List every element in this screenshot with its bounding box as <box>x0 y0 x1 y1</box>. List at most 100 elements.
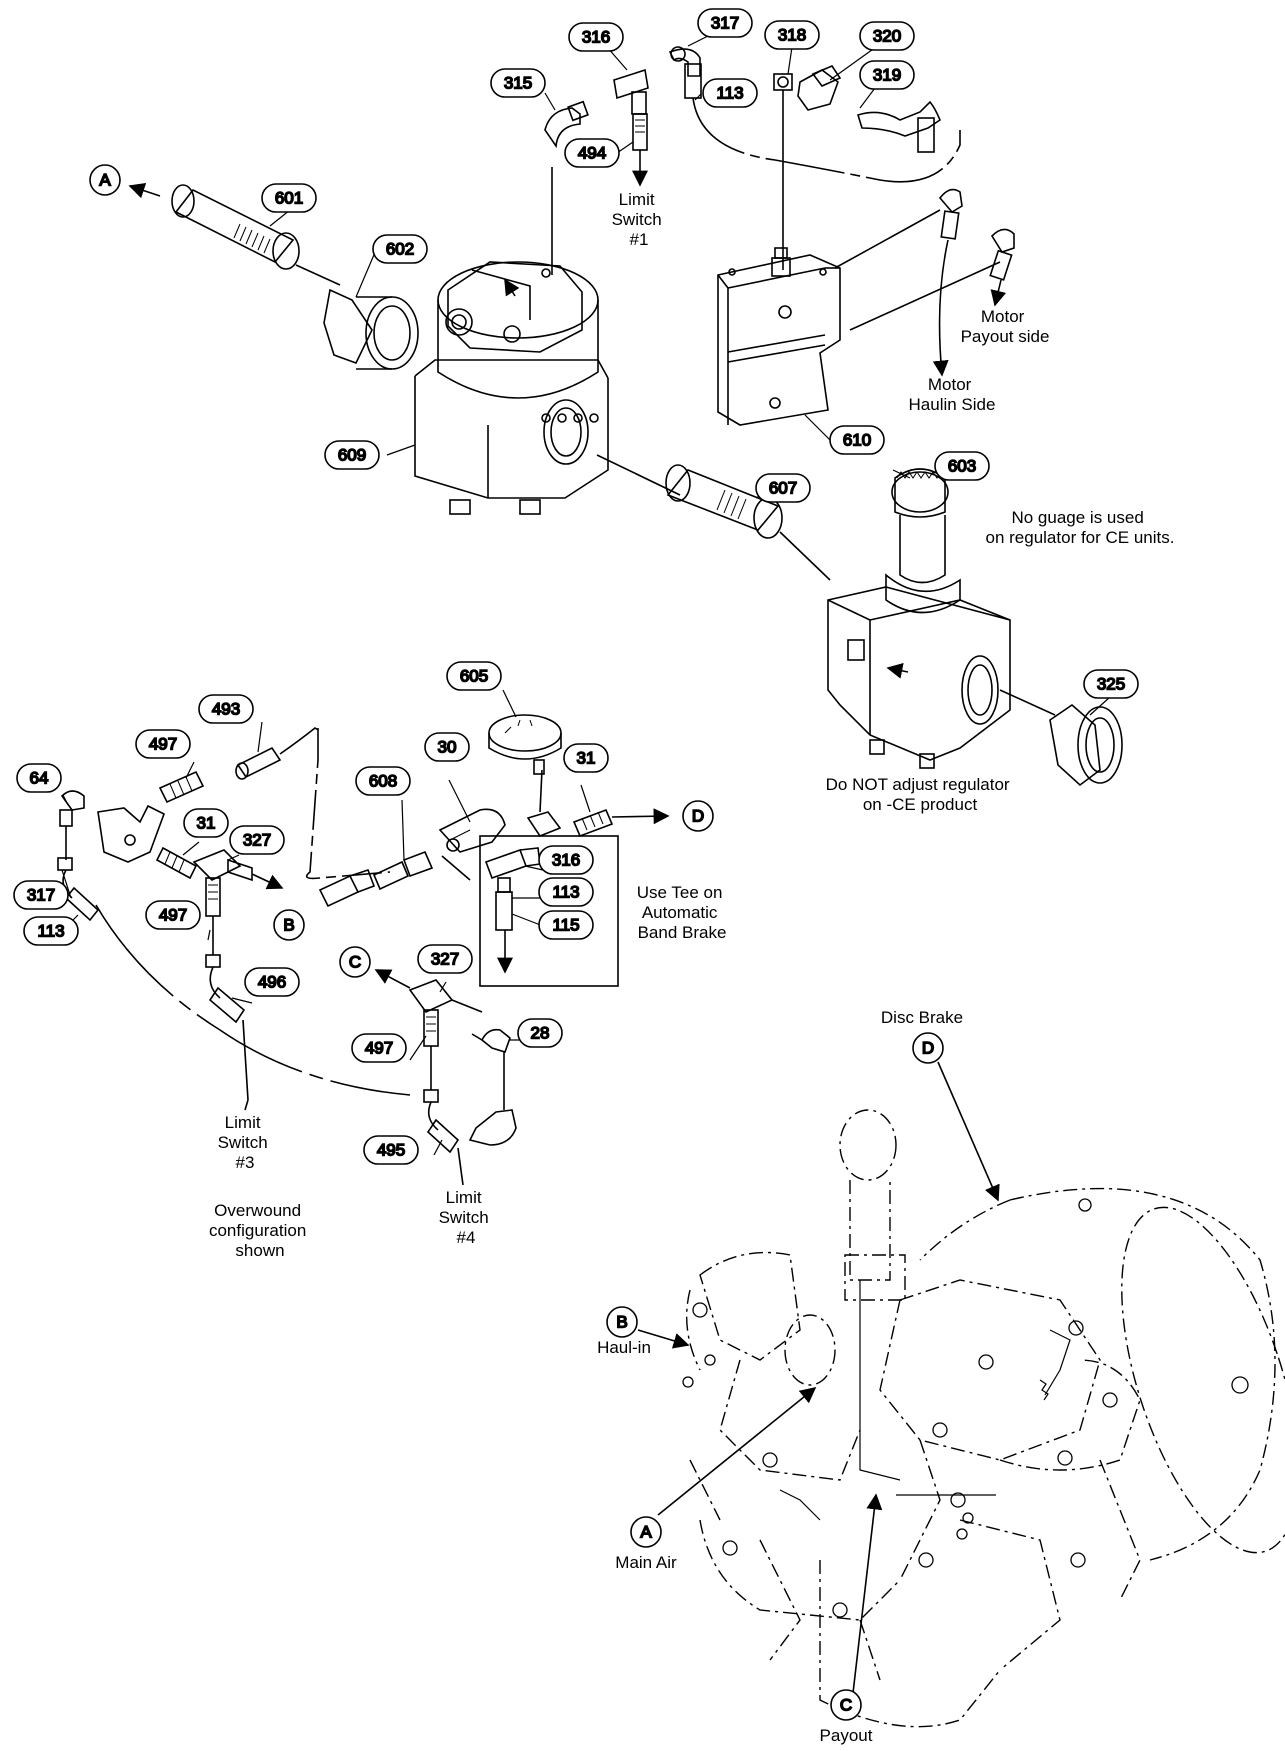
note-motor-haulin: Motor Haulin Side <box>909 375 996 414</box>
svg-text:497: 497 <box>365 1039 393 1058</box>
connector-b-haulin: B <box>606 1306 638 1338</box>
svg-text:A: A <box>99 171 111 190</box>
svg-text:327: 327 <box>431 950 459 969</box>
svg-text:315: 315 <box>504 74 532 93</box>
svg-text:C: C <box>840 1696 852 1715</box>
callout-607: 607 <box>755 473 811 503</box>
svg-text:B: B <box>616 1313 627 1332</box>
note-limit-switch-1: Limit Switch #1 <box>612 190 667 249</box>
tee-327-left <box>192 849 253 882</box>
callout-113-left: 113 <box>23 916 79 946</box>
callout-605: 605 <box>446 661 502 691</box>
svg-text:115: 115 <box>552 916 579 935</box>
callout-113-box: 113 <box>538 877 594 907</box>
svg-text:609: 609 <box>338 446 366 465</box>
svg-text:320: 320 <box>873 27 901 46</box>
note-do-not-adjust: Do NOT adjust regulator on -CE product <box>826 775 1015 814</box>
callout-316: 316 <box>568 22 624 52</box>
fitting-608 <box>318 850 434 908</box>
callout-494: 494 <box>564 138 620 168</box>
valve-320 <box>797 65 842 111</box>
svg-text:602: 602 <box>386 240 414 259</box>
label-main-air: Main Air <box>615 1553 677 1572</box>
elbow-317 <box>668 48 702 99</box>
svg-text:494: 494 <box>578 144 606 163</box>
svg-text:497: 497 <box>149 735 177 754</box>
regulator-603 <box>827 468 1011 769</box>
callout-497-top: 497 <box>135 729 191 759</box>
fitting-113-box <box>495 877 513 931</box>
elbow-30 <box>438 808 506 853</box>
callout-609: 609 <box>324 440 380 470</box>
svg-text:493: 493 <box>212 700 240 719</box>
bushing-325 <box>1049 703 1123 787</box>
callout-316-box: 316 <box>538 845 594 875</box>
callout-601: 601 <box>261 183 317 213</box>
svg-text:28: 28 <box>531 1024 550 1043</box>
callout-315: 315 <box>490 68 546 98</box>
fitting-113-left <box>64 886 100 922</box>
svg-text:31: 31 <box>197 814 216 833</box>
svg-text:327: 327 <box>243 831 271 850</box>
nipple-31-right <box>572 808 614 838</box>
svg-text:317: 317 <box>711 14 739 33</box>
winch-housing <box>686 1109 1285 1728</box>
valve-block-610 <box>717 247 841 426</box>
callout-602: 602 <box>372 234 428 264</box>
elbow-319 <box>857 100 941 153</box>
svg-text:601: 601 <box>275 189 303 208</box>
callout-31-left: 31 <box>183 808 229 838</box>
elbow-motor-payout <box>989 228 1015 281</box>
svg-text:318: 318 <box>778 26 806 45</box>
svg-text:D: D <box>922 1039 934 1058</box>
callout-320: 320 <box>859 21 915 51</box>
note-limit-switch-4: Limit Switch #4 <box>439 1188 494 1247</box>
connector-d-mid: D <box>682 800 714 832</box>
callout-493: 493 <box>198 694 254 724</box>
pipe-nipple-607 <box>665 464 783 539</box>
svg-text:31: 31 <box>577 749 596 768</box>
callout-31-right: 31 <box>563 743 609 773</box>
bushing-602 <box>323 288 419 370</box>
use-tee-box <box>479 835 619 987</box>
nipple-497-top <box>158 770 205 804</box>
svg-text:497: 497 <box>159 906 187 925</box>
svg-text:A: A <box>640 1523 652 1542</box>
callout-610: 610 <box>829 425 885 455</box>
svg-text:603: 603 <box>948 457 976 476</box>
svg-text:C: C <box>349 953 361 972</box>
svg-text:608: 608 <box>369 772 397 791</box>
callout-496: 496 <box>244 967 300 997</box>
note-overwound: Overwound configuration shown <box>209 1201 311 1260</box>
svg-text:D: D <box>692 807 704 826</box>
note-motor-payout: Motor Payout side <box>961 307 1050 346</box>
callout-495: 495 <box>363 1135 419 1165</box>
connector-d-disc: D <box>912 1032 944 1064</box>
svg-text:496: 496 <box>258 973 286 992</box>
connector-b-left: B <box>273 909 305 941</box>
callout-327-lower: 327 <box>417 944 473 974</box>
note-limit-switch-3: Limit Switch #3 <box>218 1113 273 1172</box>
tee-327-lower <box>408 979 483 1014</box>
svg-text:325: 325 <box>1097 675 1125 694</box>
nipple-497-mid <box>205 877 221 917</box>
svg-text:B: B <box>283 916 294 935</box>
note-no-gauge: No guage is used on regulator for CE uni… <box>986 508 1175 547</box>
callout-28: 28 <box>517 1018 563 1048</box>
connector-c-payout: C <box>830 1689 862 1721</box>
elbow-motor-haulin <box>938 188 963 240</box>
callout-30: 30 <box>424 732 470 762</box>
svg-text:316: 316 <box>582 28 610 47</box>
svg-text:113: 113 <box>37 922 64 941</box>
svg-text:319: 319 <box>873 66 901 85</box>
callout-115: 115 <box>538 910 594 940</box>
svg-text:495: 495 <box>377 1141 405 1160</box>
svg-text:113: 113 <box>716 84 743 103</box>
svg-text:605: 605 <box>460 667 488 686</box>
fitting-318 <box>773 73 793 91</box>
winch-detail-lines <box>779 1280 1071 1521</box>
callout-497-mid: 497 <box>145 900 201 930</box>
valve-64 <box>97 804 165 863</box>
tee-316 <box>613 46 686 115</box>
